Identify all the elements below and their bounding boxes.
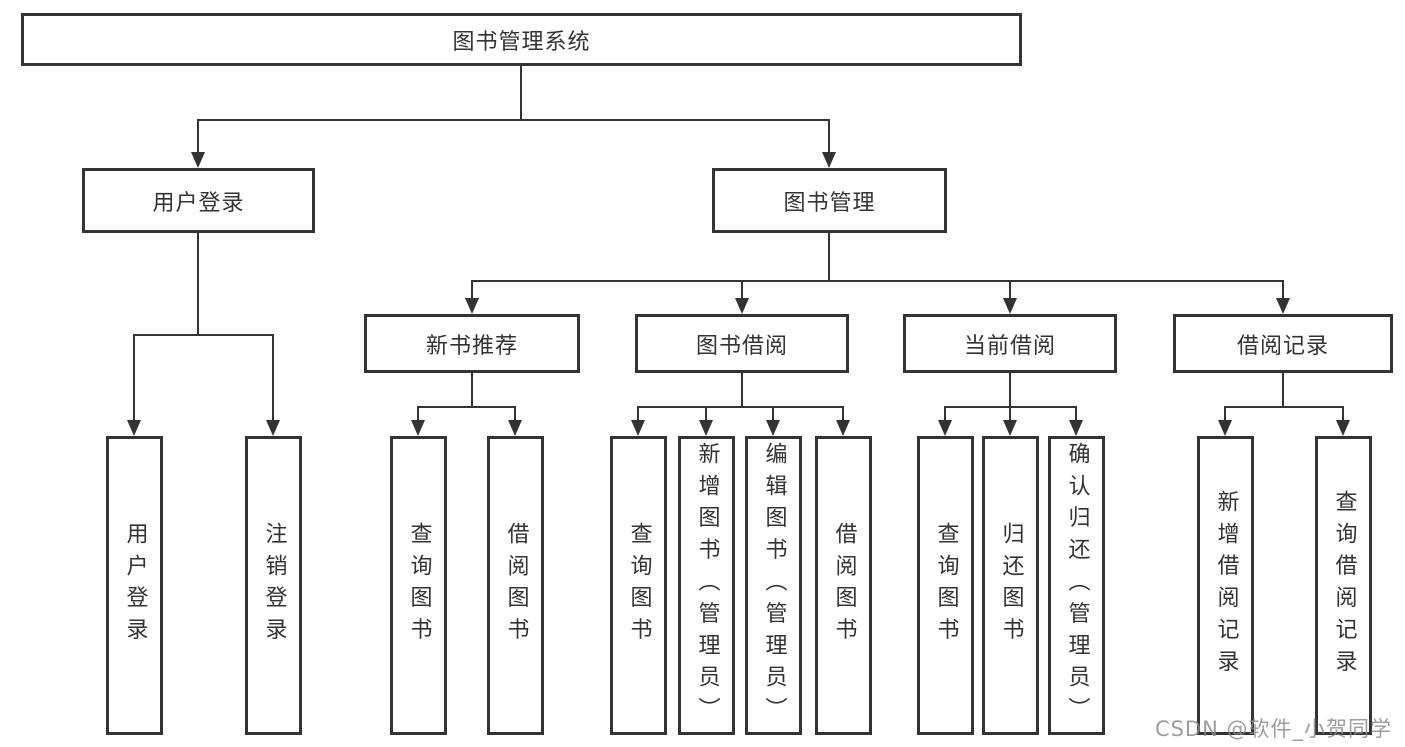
connector-book-borrow-stem xyxy=(741,373,743,407)
connector-user-login-stem xyxy=(197,233,199,335)
leaf-query-book-3: 查询图书 xyxy=(917,436,974,735)
arrow-to-leaf-query-book-1 xyxy=(411,408,425,436)
leaf-label: 编辑图书（管理员） xyxy=(761,441,787,730)
connector-root-bus xyxy=(197,119,830,121)
connector-current-borrow-bus xyxy=(944,406,1077,408)
arrow-to-leaf-query-book-3 xyxy=(938,408,952,436)
csdn-watermark: CSDN @软件_小贺同学 xyxy=(1154,717,1392,741)
leaf-label: 查询图书 xyxy=(933,521,959,650)
arrow-to-leaf-query-record xyxy=(1336,408,1350,436)
connector-user-login-bus xyxy=(133,334,274,336)
arrow-to-leaf-query-book-2 xyxy=(631,408,645,436)
node-label: 图书管理 xyxy=(783,190,876,216)
connector-current-borrow-stem xyxy=(1009,373,1011,407)
leaf-query-borrow-record: 查询借阅记录 xyxy=(1315,436,1372,735)
arrow-to-leaf-add-record xyxy=(1218,408,1232,436)
arrow-to-leaf-return-book xyxy=(1003,408,1017,436)
arrow-to-user-login xyxy=(191,121,205,168)
node-label: 图书借阅 xyxy=(695,333,788,359)
node-book-management: 图书管理 xyxy=(712,168,947,233)
arrow-to-borrow-record xyxy=(1276,282,1290,314)
leaf-label: 确认归还（管理员） xyxy=(1064,441,1090,730)
leaf-user-login: 用户登录 xyxy=(106,436,163,735)
arrow-to-leaf-confirm-return xyxy=(1069,408,1083,436)
connector-book-management-stem xyxy=(828,233,830,281)
node-label: 当前借阅 xyxy=(963,333,1056,359)
leaf-label: 用户登录 xyxy=(122,521,148,650)
leaf-label: 查询图书 xyxy=(626,521,652,650)
leaf-query-book-1: 查询图书 xyxy=(390,436,447,735)
leaf-add-borrow-record: 新增借阅记录 xyxy=(1197,436,1254,735)
leaf-label: 查询图书 xyxy=(406,521,432,650)
arrow-to-book-management xyxy=(822,121,836,168)
node-label: 新书推荐 xyxy=(425,333,518,359)
node-library-management-system: 图书管理系统 xyxy=(21,13,1022,66)
leaf-label: 借阅图书 xyxy=(503,521,529,650)
leaf-edit-book-admin: 编辑图书（管理员） xyxy=(745,436,802,735)
arrow-to-book-borrow xyxy=(735,282,749,314)
node-borrow-record: 借阅记录 xyxy=(1173,314,1393,373)
leaf-return-book: 归还图书 xyxy=(982,436,1039,735)
connector-book-borrow-bus xyxy=(637,406,844,408)
arrow-to-leaf-add-book xyxy=(699,408,713,436)
arrow-to-leaf-borrow-book-1 xyxy=(508,408,522,436)
arrow-to-leaf-borrow-book-2 xyxy=(836,408,850,436)
connector-new-book-bus xyxy=(417,406,516,408)
arrow-to-new-book-recommend xyxy=(465,282,479,314)
leaf-add-book-admin: 新增图书（管理员） xyxy=(678,436,735,735)
leaf-label: 新增图书（管理员） xyxy=(694,441,720,730)
arrow-to-leaf-logout xyxy=(266,336,280,436)
leaf-query-book-2: 查询图书 xyxy=(610,436,667,735)
connector-book-management-bus xyxy=(471,280,1284,282)
arrow-to-leaf-edit-book xyxy=(766,408,780,436)
arrow-to-leaf-user-login xyxy=(127,336,141,436)
arrow-to-current-borrow xyxy=(1003,282,1017,314)
node-new-book-recommend: 新书推荐 xyxy=(364,314,580,373)
leaf-label: 新增借阅记录 xyxy=(1213,489,1239,682)
leaf-logout: 注销登录 xyxy=(245,436,302,735)
leaf-label: 注销登录 xyxy=(261,521,287,650)
leaf-label: 归还图书 xyxy=(998,521,1024,650)
node-current-borrow: 当前借阅 xyxy=(903,314,1117,373)
leaf-label: 借阅图书 xyxy=(831,521,857,650)
connector-root-stem xyxy=(520,66,522,120)
node-label: 用户登录 xyxy=(152,190,245,216)
leaf-borrow-book-2: 借阅图书 xyxy=(815,436,872,735)
connector-borrow-record-bus xyxy=(1224,406,1344,408)
node-book-borrow: 图书借阅 xyxy=(635,314,849,373)
leaf-borrow-book-1: 借阅图书 xyxy=(487,436,544,735)
leaf-label: 查询借阅记录 xyxy=(1331,489,1357,682)
connector-borrow-record-stem xyxy=(1282,373,1284,407)
node-user-login: 用户登录 xyxy=(82,168,315,233)
node-label: 图书管理系统 xyxy=(452,29,591,55)
connector-new-book-stem xyxy=(471,373,473,407)
node-label: 借阅记录 xyxy=(1236,333,1329,359)
leaf-confirm-return-admin: 确认归还（管理员） xyxy=(1048,436,1105,735)
